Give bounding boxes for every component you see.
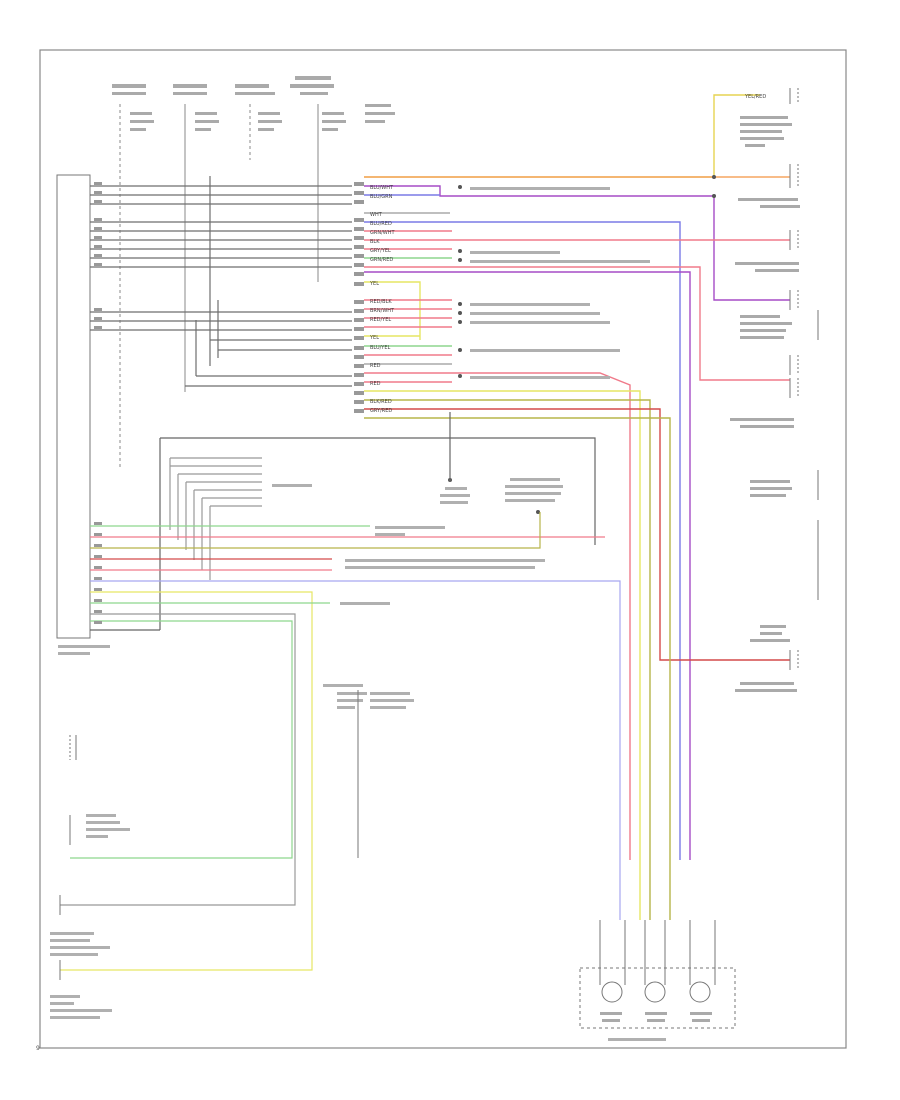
wire-tag-t3: BLU/GRN	[370, 194, 393, 200]
lower-descriptions	[50, 478, 666, 1041]
lower-bus	[60, 412, 621, 971]
right-components	[789, 88, 819, 670]
wire-tag-t6: GRN/WHT	[370, 230, 395, 236]
connector-descriptions	[470, 187, 650, 379]
cluster-labels	[600, 1012, 712, 1022]
wire-tag-t12: BRN/WHT	[370, 308, 395, 314]
central-processing-unit-box	[56, 174, 91, 639]
wire-tag-t17: RED	[370, 381, 381, 387]
wire-tag-t5: BLU/RED	[370, 221, 392, 227]
wire-tag-t14: YEL	[369, 335, 379, 341]
cpu-pin-labels	[94, 182, 102, 624]
wire-tag-t11: RED/BLK	[370, 299, 392, 305]
colored-wires	[364, 94, 790, 920]
instrument-cluster	[579, 920, 736, 1029]
wire-tag-group: YEL/RED BLU/WHT BLU/GRN WHT BLU/RED GRN/…	[369, 94, 766, 414]
wire-tag-t10: YEL	[369, 281, 379, 287]
connector-pins	[354, 182, 364, 413]
right-component-labels	[730, 116, 800, 692]
cpu-upper-bus	[90, 176, 352, 387]
power-feeds	[119, 104, 319, 470]
wire-tag-t16: RED	[370, 363, 381, 369]
wire-tag-t2: BLU/WHT	[370, 185, 394, 191]
lower-left-switches	[59, 690, 359, 980]
wire-tag-t4: WHT	[370, 212, 383, 218]
fuse-labels	[112, 76, 395, 131]
page-number: 9	[36, 1045, 40, 1052]
wire-tag-t15: BLU/YEL	[370, 345, 391, 351]
connector-dots	[448, 175, 716, 514]
wire-tag-t9: GRN/RED	[370, 257, 393, 263]
wire-tag-t18: BLK/RED	[370, 399, 392, 405]
wire-tag-t1: YEL/RED	[744, 94, 766, 100]
wire-tag-t13: RED/YEL	[370, 317, 391, 323]
wire-tag-t8: GRY/YEL	[370, 248, 391, 254]
wire-tag-t7: BLK	[370, 239, 380, 245]
diagram-border	[39, 49, 847, 1049]
wire-tag-t19: GRY/RED	[370, 408, 392, 414]
